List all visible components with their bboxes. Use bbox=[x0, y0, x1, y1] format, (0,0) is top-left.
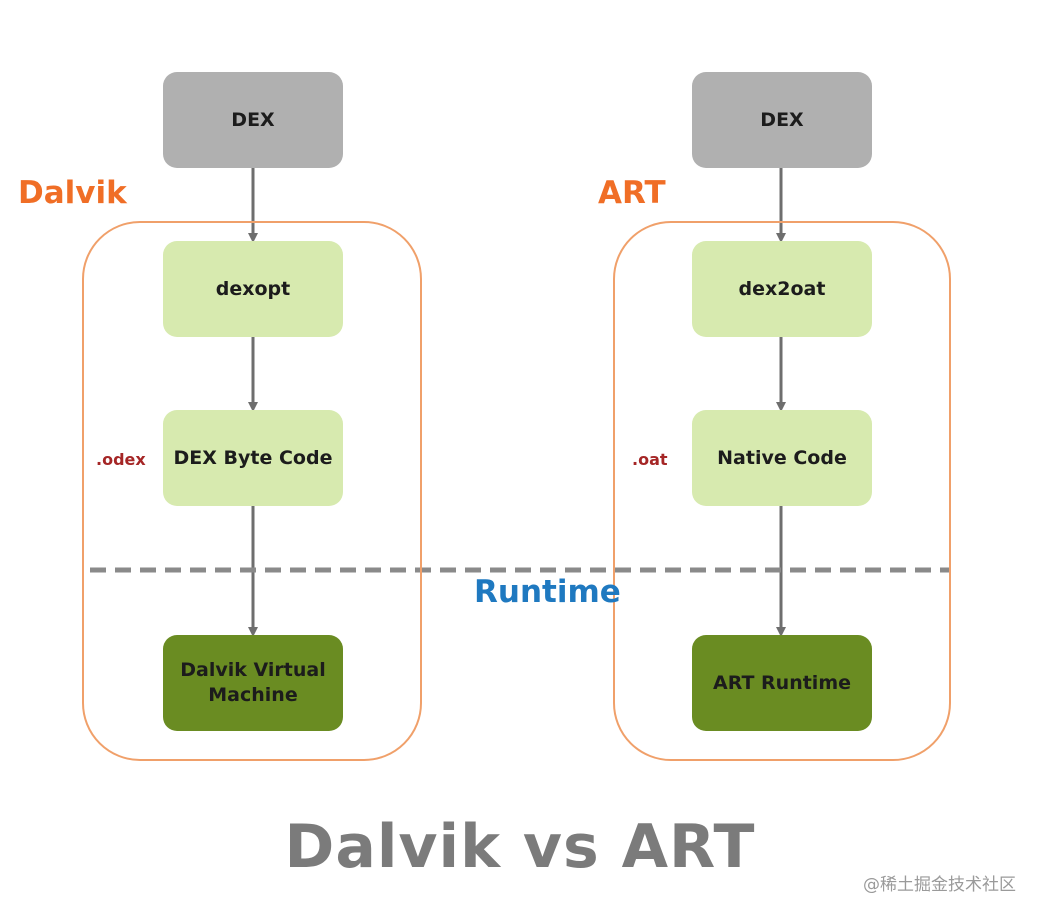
dalvik-vm-node: Dalvik Virtual Machine bbox=[163, 635, 343, 731]
art-title: ART bbox=[598, 175, 666, 211]
dalvik-title: Dalvik bbox=[18, 175, 127, 211]
oat-label: .oat bbox=[632, 450, 668, 469]
odex-label: .odex bbox=[96, 450, 146, 469]
dex2oat-node: dex2oat bbox=[692, 241, 872, 337]
watermark: @稀土掘金技术社区 bbox=[863, 875, 1016, 895]
native-code-node: Native Code bbox=[692, 410, 872, 506]
art-runtime-node: ART Runtime bbox=[692, 635, 872, 731]
main-title: Dalvik vs ART bbox=[284, 812, 756, 882]
runtime-label: Runtime bbox=[474, 574, 621, 610]
dalvik-container bbox=[82, 221, 422, 761]
art-container bbox=[613, 221, 951, 761]
dexopt-node: dexopt bbox=[163, 241, 343, 337]
dex-byte-code-node: DEX Byte Code bbox=[163, 410, 343, 506]
dalvik-dex-node: DEX bbox=[163, 72, 343, 168]
art-dex-node: DEX bbox=[692, 72, 872, 168]
